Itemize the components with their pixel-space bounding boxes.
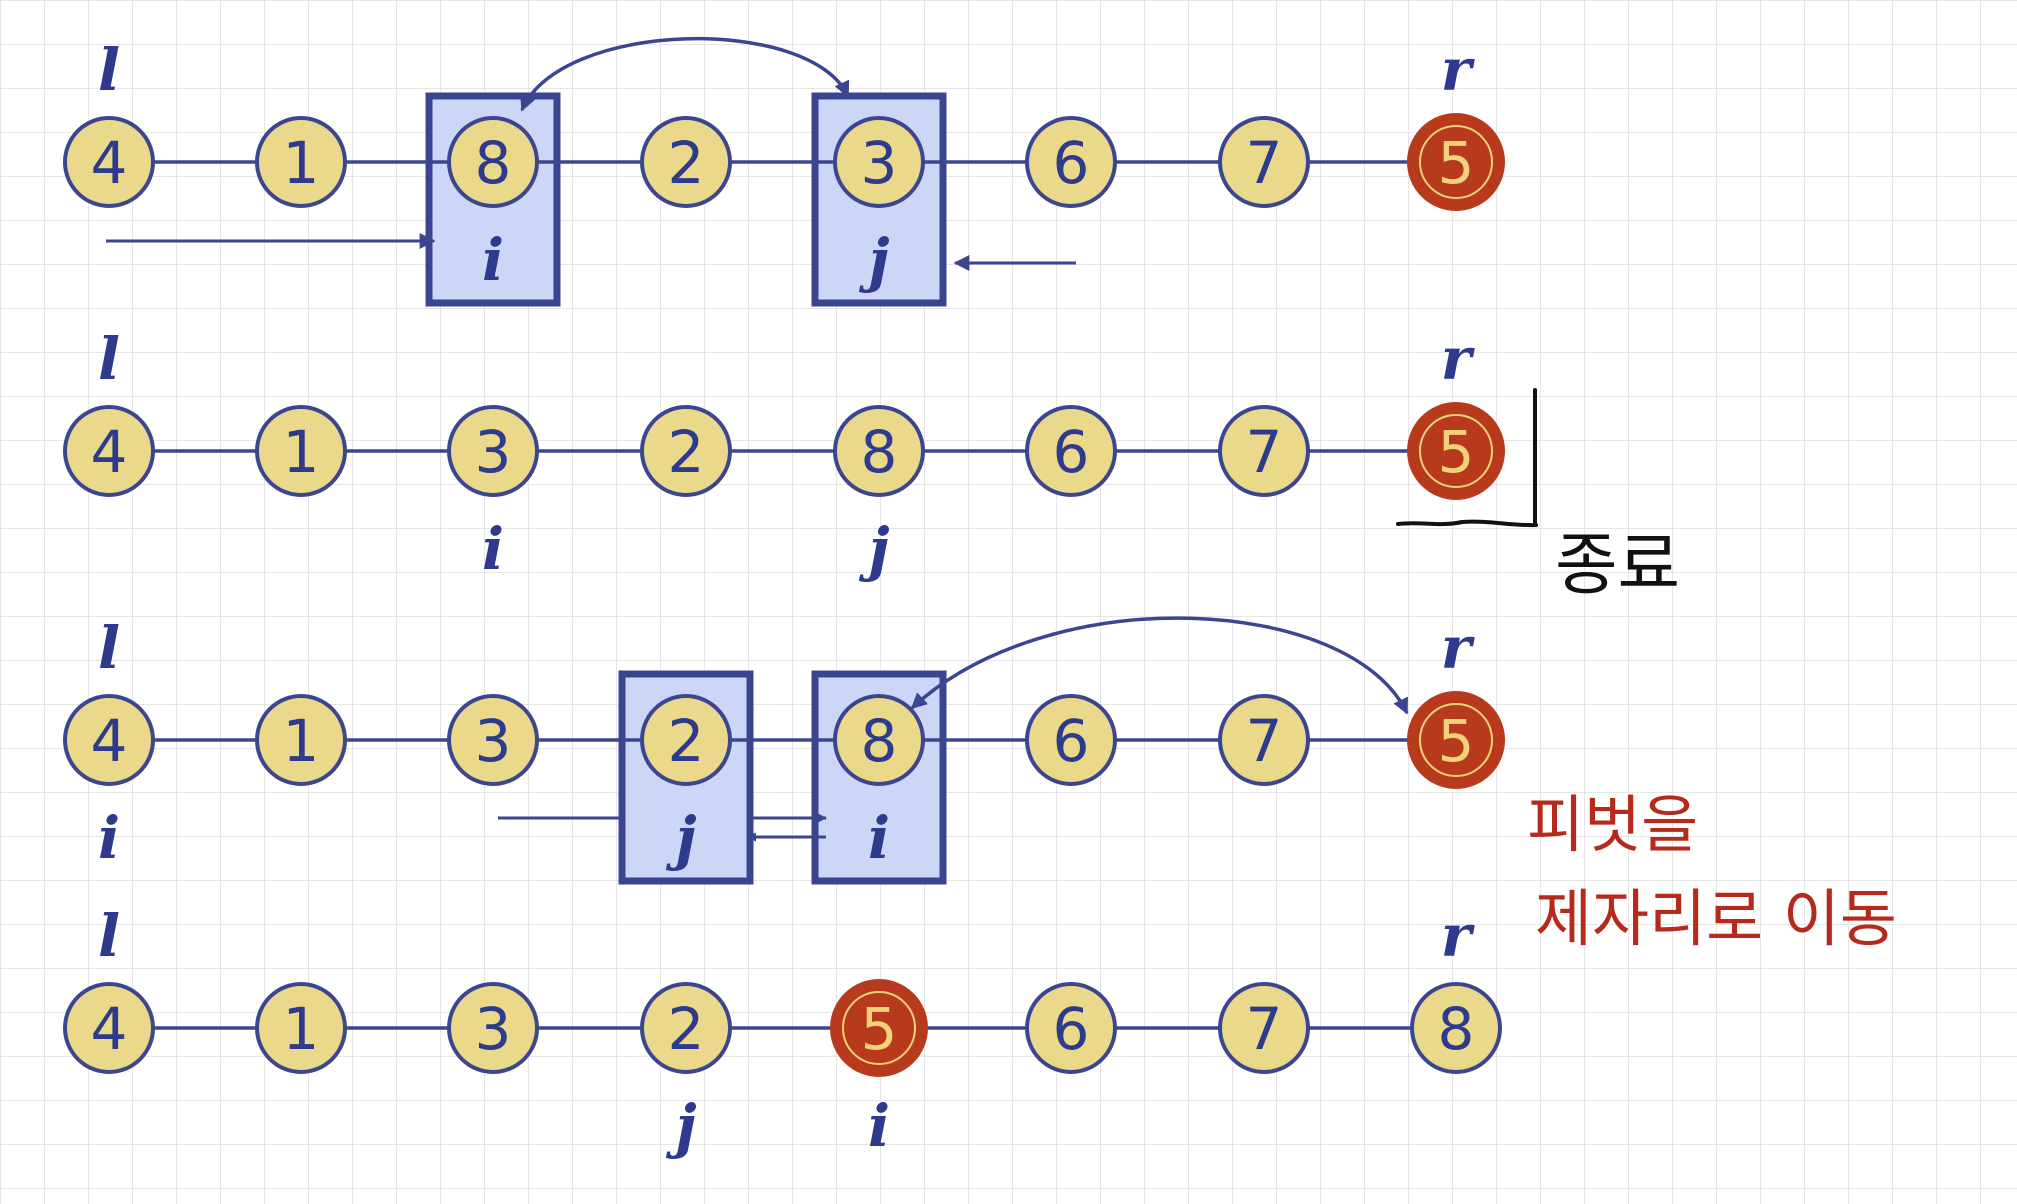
- pointer-label-r: r: [1441, 325, 1476, 393]
- array-node: [63, 694, 155, 786]
- pointer-label-i: i: [868, 804, 890, 872]
- node-value: 5: [1438, 418, 1475, 486]
- array-node: [833, 694, 925, 786]
- node-value: 6: [1053, 129, 1090, 197]
- node-value: 4: [91, 995, 128, 1063]
- node-value: 1: [283, 129, 320, 197]
- node-value: 1: [283, 995, 320, 1063]
- node-value: 6: [1053, 418, 1090, 486]
- node-value: 1: [283, 707, 320, 775]
- pivot-node-inner-ring: [1419, 414, 1493, 488]
- array-node: [447, 694, 539, 786]
- pointer-label-l: l: [98, 325, 120, 393]
- pointer-label-j: j: [859, 515, 890, 583]
- pointer-label-j: j: [666, 1092, 697, 1160]
- node-value: 6: [1053, 707, 1090, 775]
- node-value: 8: [861, 707, 898, 775]
- array-node: [1025, 116, 1117, 208]
- pointer-label-l: l: [98, 614, 120, 682]
- node-value: 7: [1246, 418, 1283, 486]
- node-value: 3: [475, 707, 512, 775]
- node-value: 6: [1053, 995, 1090, 1063]
- array-node: [63, 982, 155, 1074]
- pointer-label-i: i: [482, 515, 504, 583]
- array-node: [447, 116, 539, 208]
- array-node: [255, 116, 347, 208]
- arrows-layer: [106, 36, 1409, 842]
- node-value: 5: [861, 995, 898, 1063]
- array-node: [1218, 982, 1310, 1074]
- row1-swap-arc: [520, 36, 850, 112]
- array-node: [1218, 116, 1310, 208]
- pointer-label-i: i: [868, 1092, 890, 1160]
- annotations-layer: 종료 피벗을 제자리로 이동: [1396, 388, 1897, 955]
- pointer-label-l: l: [98, 36, 120, 104]
- node-value: 2: [668, 995, 705, 1063]
- node-value: 8: [1438, 995, 1475, 1063]
- row3-pivot-swap-arc: [910, 616, 1409, 715]
- node-value: 4: [91, 707, 128, 775]
- array-node: [1410, 982, 1502, 1074]
- node-value: 8: [475, 129, 512, 197]
- array-row: 4 1 3 2 5 6 7 8 l r j i: [63, 902, 1502, 1160]
- array-row: 4 1 3 2 8 6 7 5 l r i j: [63, 325, 1505, 583]
- array-node: [833, 405, 925, 497]
- node-value: 3: [475, 995, 512, 1063]
- node-value: 7: [1246, 129, 1283, 197]
- node-value: 5: [1438, 707, 1475, 775]
- array-node: [640, 694, 732, 786]
- node-value: 2: [668, 129, 705, 197]
- node-value: 4: [91, 129, 128, 197]
- pivot-node-inner-ring: [842, 991, 916, 1065]
- array-node: [255, 982, 347, 1074]
- array-node: [63, 116, 155, 208]
- pointer-label-i: i: [482, 226, 504, 294]
- node-value: 2: [668, 418, 705, 486]
- pivot-note-line2: 제자리로 이동: [1535, 882, 1897, 955]
- node-value: 3: [861, 129, 898, 197]
- array-node: [640, 982, 732, 1074]
- pivot-node-inner-ring: [1419, 125, 1493, 199]
- array-node: [833, 116, 925, 208]
- end-bracket-mark: [1396, 388, 1538, 528]
- array-node: [447, 982, 539, 1074]
- array-node: [63, 405, 155, 497]
- array-node: [1218, 405, 1310, 497]
- pointer-label-r: r: [1441, 614, 1476, 682]
- end-label: 종료: [1555, 526, 1680, 605]
- pointer-label-r: r: [1441, 902, 1476, 970]
- array-node: [447, 405, 539, 497]
- node-value: 4: [91, 418, 128, 486]
- array-node: [255, 405, 347, 497]
- node-value: 5: [1438, 129, 1475, 197]
- pointer-label-i: i: [98, 804, 120, 872]
- array-node: [1025, 405, 1117, 497]
- array-node: [1025, 982, 1117, 1074]
- node-value: 2: [668, 707, 705, 775]
- pointer-label-r: r: [1441, 36, 1476, 104]
- pivot-node-inner-ring: [1419, 703, 1493, 777]
- pivot-note-line1: 피벗을: [1527, 788, 1698, 861]
- node-value: 7: [1246, 707, 1283, 775]
- node-value: 7: [1246, 995, 1283, 1063]
- array-node: [640, 116, 732, 208]
- node-value: 8: [861, 418, 898, 486]
- array-node: [640, 405, 732, 497]
- node-value: 3: [475, 418, 512, 486]
- node-value: 1: [283, 418, 320, 486]
- pointer-label-l: l: [98, 902, 120, 970]
- array-node: [255, 694, 347, 786]
